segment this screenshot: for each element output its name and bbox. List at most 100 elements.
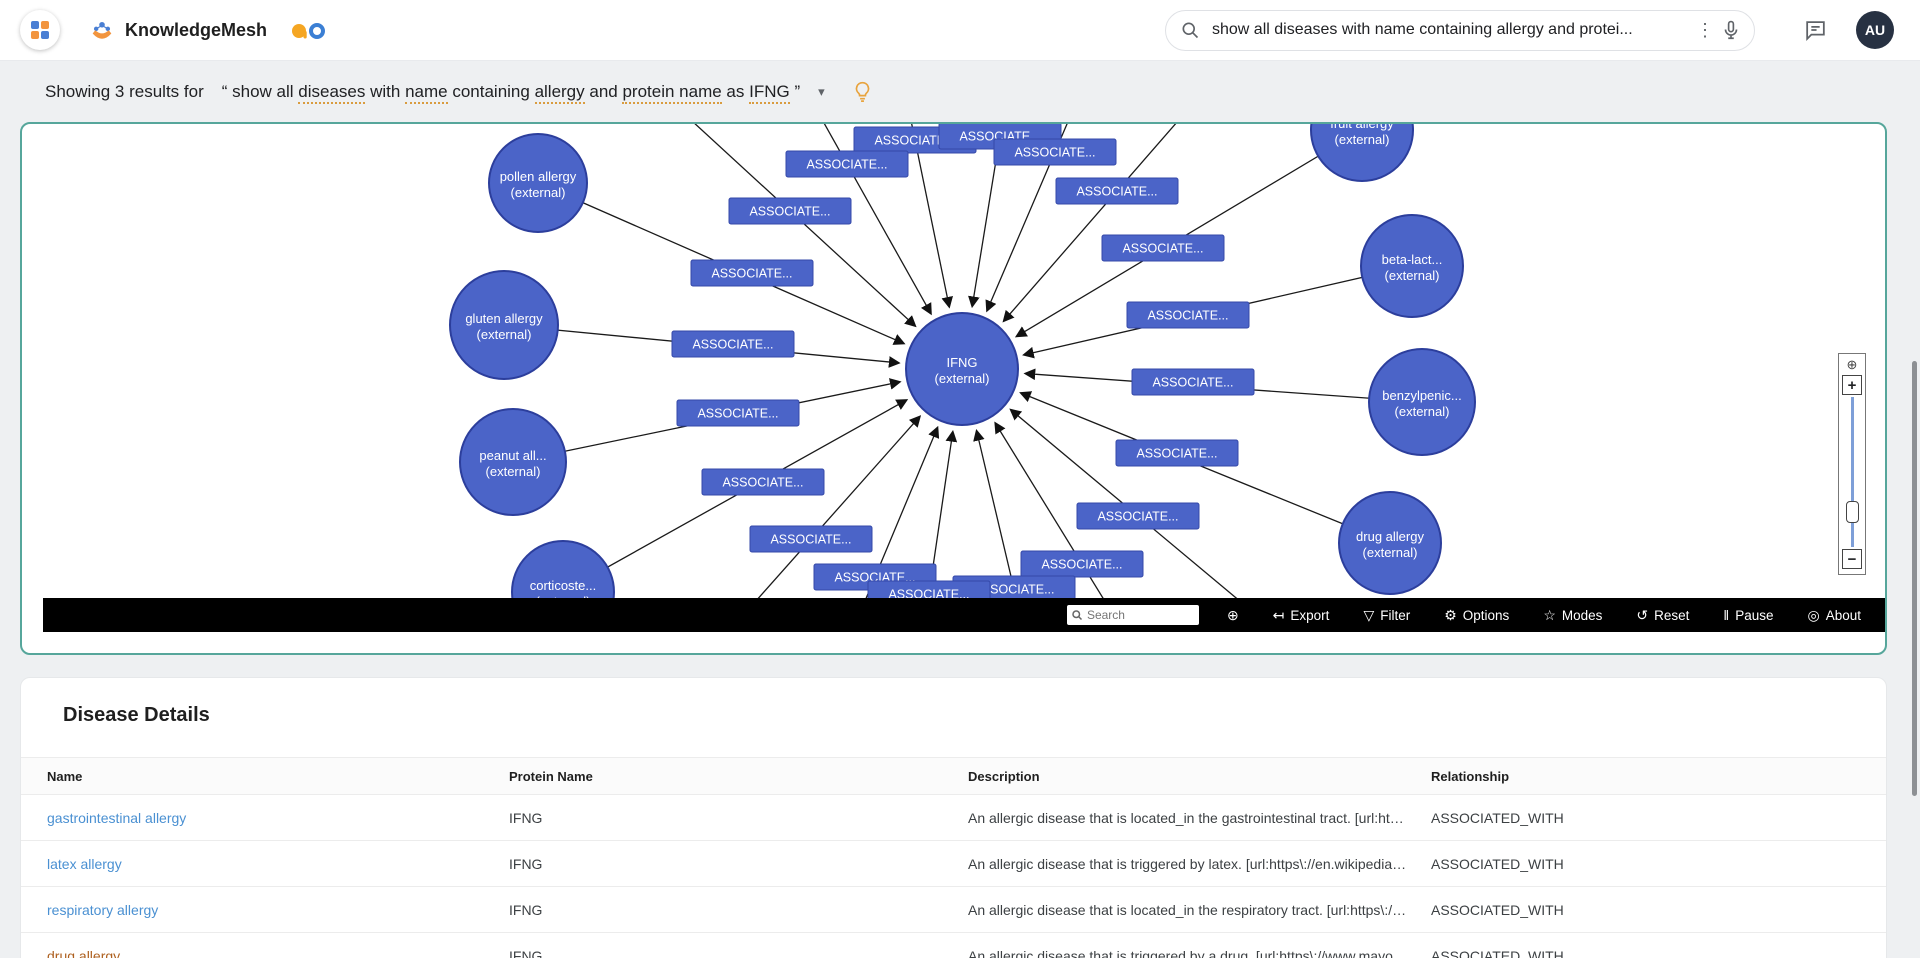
global-search-input[interactable] [1210,20,1690,40]
graph-edge [1014,129,1363,338]
svg-text:ASSOCIATE...: ASSOCIATE... [1136,447,1217,461]
zoom-out-button[interactable]: − [1842,549,1862,569]
quote-open: “ [221,81,233,101]
brand-name: KnowledgeMesh [125,19,268,40]
graph-toolbar-filter-button[interactable]: ▽Filter [1357,606,1416,625]
chevron-down-icon[interactable]: ▾ [818,83,825,99]
zoom-in-button[interactable]: + [1842,375,1862,395]
graph-node[interactable]: corticoste...(external) [511,540,615,602]
edge-label[interactable]: ASSOCIATE... [785,150,909,178]
user-avatar[interactable]: AU [1856,11,1894,49]
graph-node[interactable]: drug allergy(external) [1338,491,1442,595]
svg-text:ASSOCIATE...: ASSOCIATE... [973,583,1054,597]
apps-menu-button[interactable] [20,10,60,50]
graph-node[interactable]: beta-lact...(external) [1360,214,1464,318]
svg-text:ASSOCIATE...: ASSOCIATE... [711,267,792,281]
svg-text:(external): (external) [511,185,566,200]
graph-toolbar-export-button[interactable]: ↤Export [1267,606,1336,625]
edge-label[interactable]: ASSOCIATE... [1115,439,1239,467]
edge-label[interactable]: ASSOCIATE... [676,399,800,427]
graph-edge [562,399,909,593]
feedback-chat-button[interactable] [1803,18,1828,43]
edge-label[interactable]: ASSOCIATE... [728,197,852,225]
edge-label[interactable]: ASSOCIATE... [690,259,814,287]
graph-edge [994,421,1107,602]
edge-label[interactable]: ASSOCIATE... [671,330,795,358]
graph-toolbar-pause-button[interactable]: ‖Pause [1717,606,1779,624]
graph-edge [754,415,922,602]
edge-label[interactable]: ASSOCIATE... [1020,550,1144,578]
graph-node[interactable]: benzylpenic...(external) [1368,348,1476,456]
edge-label[interactable]: ASSOCIATE... [1076,502,1200,530]
svg-text:ASSOCIATE...: ASSOCIATE... [770,533,851,547]
brand-logo[interactable]: KnowledgeMesh [88,16,267,44]
details-title: Disease Details [63,704,210,726]
zoom-slider[interactable] [1839,397,1865,547]
zoom-slider-handle[interactable] [1845,500,1859,523]
protein-name-cell: IFNG [509,809,543,826]
query-entity: IFNG [749,81,790,104]
edge-label[interactable]: ASSOCIATE... [1101,234,1225,262]
graph-toolbar-center-view-button[interactable]: ⊕ [1221,606,1245,625]
svg-text:beta-lact...: beta-lact... [1382,252,1443,267]
zoom-fit-button[interactable]: ⊕ [1846,357,1858,372]
about-icon: ◎ [1807,606,1820,623]
page-scrollbar[interactable] [1912,361,1917,796]
column-header-relationship: Relationship [1431,768,1510,784]
graph-toolbar-options-button[interactable]: ⚙Options [1438,606,1515,625]
center-view-icon: ⊕ [1226,606,1239,623]
graph-node-center[interactable]: IFNG(external) [905,312,1019,426]
edge-label[interactable]: ASSOCIATE... [1126,301,1250,329]
results-count-text: Showing 3 results for [45,81,204,101]
reset-label: Reset [1654,607,1690,623]
results-bar: Showing 3 results for “ show all disease… [0,61,1920,122]
edge-label[interactable]: ASSOCIATE... [749,525,873,553]
svg-text:fruit allergy: fruit allergy [1330,124,1394,131]
lightbulb-icon [855,81,869,102]
svg-text:(external): (external) [935,371,990,386]
graph-node[interactable]: gluten allergy(external) [449,270,559,380]
graph-search-input[interactable] [1066,605,1199,625]
disease-name-link[interactable]: drug allergy [47,947,121,958]
svg-text:ASSOCIATE...: ASSOCIATE... [1122,242,1203,256]
more-options-icon[interactable]: ⋮ [1696,19,1714,40]
svg-text:corticoste...: corticoste... [530,578,596,593]
graph-edge [1002,124,1177,323]
company-logo [289,18,329,42]
graph-canvas[interactable]: ASSOCIATE... ASSOCIATE... ASSOCIATE... ASSO… [22,124,1885,602]
edge-label[interactable]: ASSOCIATE... [1131,368,1255,396]
graph-node[interactable]: peanut all...(external) [459,408,567,516]
table-header-row: Name Protein Name Description Relationsh… [21,757,1886,795]
graph-node[interactable]: pollen allergy(external) [488,133,588,233]
disease-name-link[interactable]: latex allergy [47,855,122,872]
svg-text:ASSOCIATE...: ASSOCIATE... [1152,376,1233,390]
global-search-bar: ⋮ [1165,9,1755,51]
zoom-panel: ⊕ + − [1838,353,1866,575]
graph-edge [694,124,917,328]
search-icon [1182,22,1199,39]
edge-label[interactable]: ASSOCIATE... [993,138,1117,166]
relationship-cell: ASSOCIATED_WITH [1431,855,1564,872]
svg-text:(external): (external) [1395,404,1450,419]
modes-icon: ☆ [1543,606,1556,623]
disease-name-link[interactable]: gastrointestinal allergy [47,809,187,826]
svg-text:IFNG: IFNG [946,355,977,370]
svg-text:(external): (external) [1385,268,1440,283]
graph-node[interactable]: fruit allergy(external) [1310,124,1414,182]
hint-lightbulb-button[interactable] [851,80,874,103]
microphone-icon[interactable] [1720,19,1742,41]
edge-label[interactable]: ASSOCIATE... [701,468,825,496]
svg-text:ASSOCIATE...: ASSOCIATE... [697,407,778,421]
edge-label[interactable]: ASSOCIATE... [1055,177,1179,205]
svg-text:benzylpenic...: benzylpenic... [1382,388,1462,403]
graph-toolbar-about-button[interactable]: ◎About [1802,606,1868,625]
query-entity: protein name [622,81,722,104]
graph-toolbar-modes-button[interactable]: ☆Modes [1537,606,1608,625]
graph-toolbar-reset-button[interactable]: ↺Reset [1630,606,1695,625]
svg-text:ASSOCIATE...: ASSOCIATE... [1041,558,1122,572]
disease-name-link[interactable]: respiratory allergy [47,901,159,918]
graph-visualization-card: ASSOCIATE... ASSOCIATE... ASSOCIATE... ASSO… [20,122,1887,655]
